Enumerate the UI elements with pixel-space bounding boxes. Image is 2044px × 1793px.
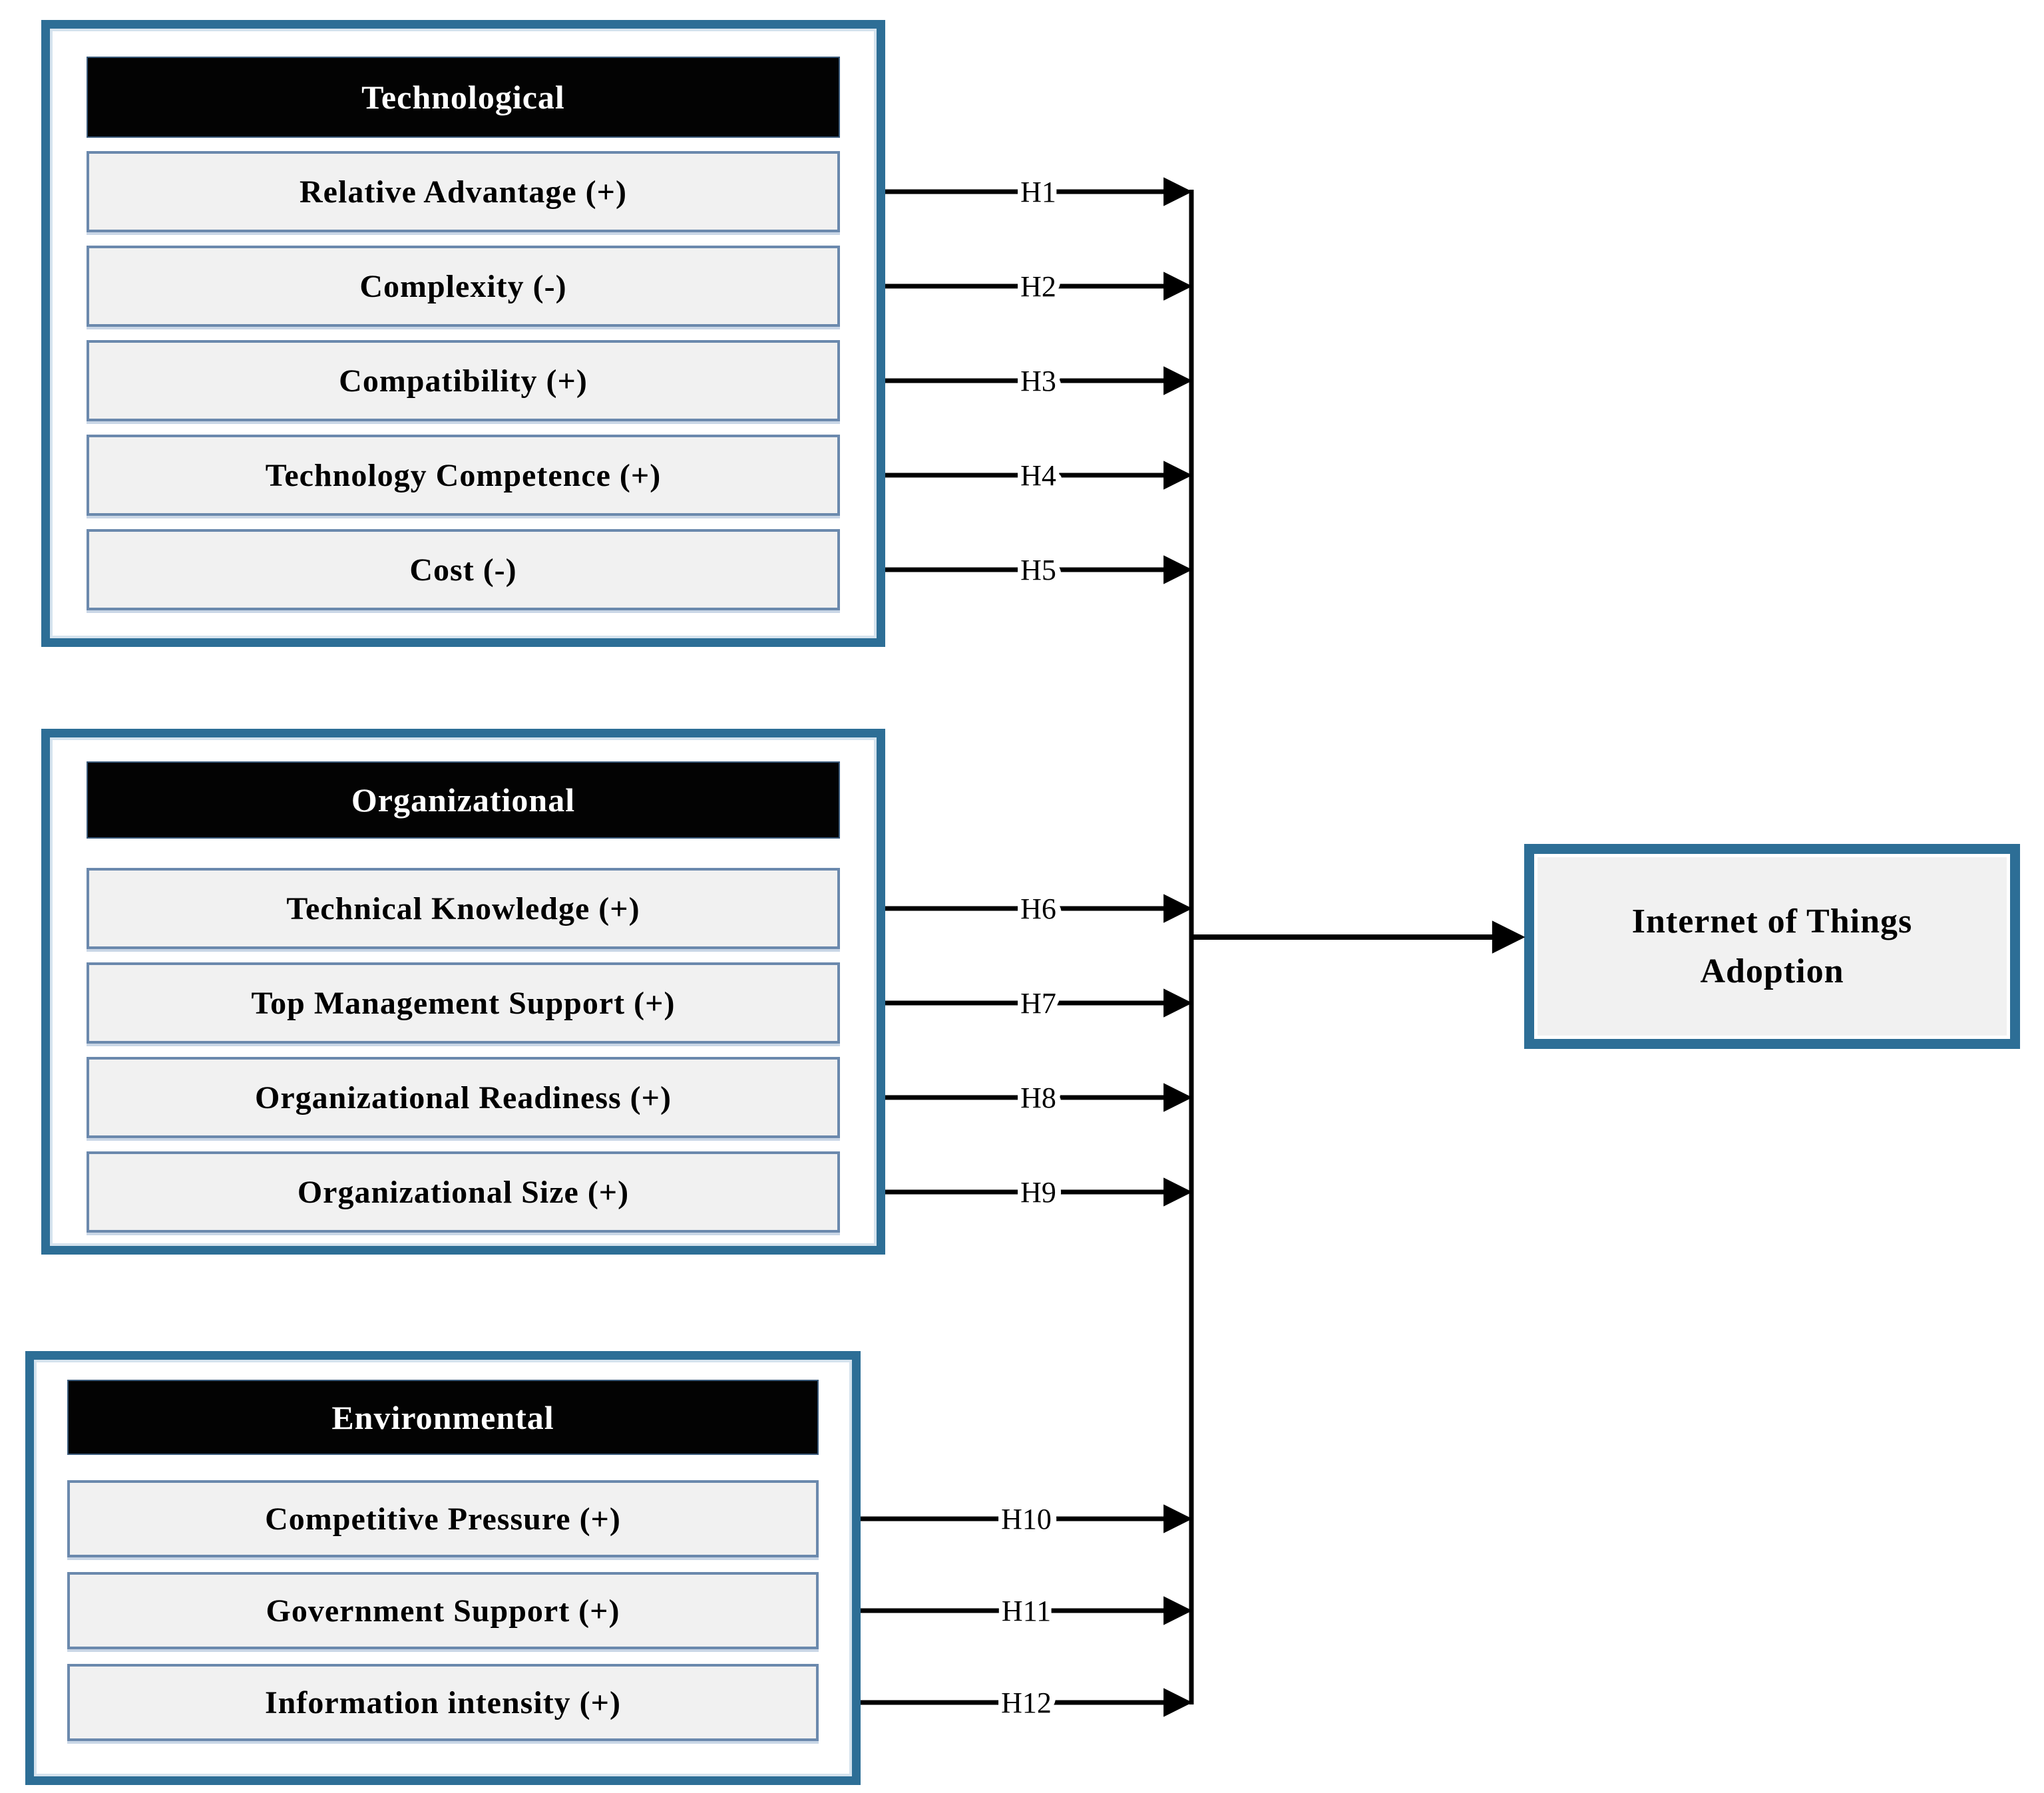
hypothesis-label: H1: [1020, 176, 1056, 208]
factor-box: Top Management Support (+): [87, 962, 840, 1044]
factor-box: Complexity (-): [87, 246, 840, 327]
group-environmental-items: Competitive Pressure (+) Government Suppo…: [67, 1480, 819, 1741]
hypothesis-label: H6: [1020, 893, 1056, 925]
outcome-label-line2: Adoption: [1700, 952, 1844, 990]
factor-box: Competitive Pressure (+): [67, 1480, 819, 1557]
hypothesis-label: H5: [1020, 554, 1056, 586]
factor-box: Government Support (+): [67, 1572, 819, 1649]
group-organizational-inner: Organizational Technical Knowledge (+) To…: [50, 737, 877, 1246]
group-technological-items: Relative Advantage (+) Complexity (-) Comp…: [87, 151, 840, 610]
hypothesis-label: H10: [1001, 1503, 1052, 1535]
factor-box: Technology Competence (+): [87, 435, 840, 516]
hypothesis-label: H9: [1020, 1176, 1056, 1209]
factor-box: Compatibility (+): [87, 340, 840, 421]
hypothesis-label: H4: [1020, 459, 1056, 492]
group-environmental: Environmental Competitive Pressure (+) Go…: [25, 1351, 861, 1785]
hypothesis-label: H3: [1020, 365, 1056, 397]
group-organizational-items: Technical Knowledge (+) Top Management Su…: [87, 868, 840, 1233]
group-organizational: Organizational Technical Knowledge (+) To…: [41, 729, 885, 1255]
factor-box: Organizational Readiness (+): [87, 1057, 840, 1138]
factor-box: Organizational Size (+): [87, 1151, 840, 1233]
group-environmental-inner: Environmental Competitive Pressure (+) Go…: [34, 1360, 852, 1776]
factor-box: Technical Knowledge (+): [87, 868, 840, 949]
hypothesis-label: H12: [1001, 1687, 1052, 1719]
group-technological-header: Technological: [87, 57, 840, 138]
factor-box: Cost (-): [87, 529, 840, 610]
hypothesis-label: H11: [1002, 1595, 1051, 1627]
outcome-label-line1: Internet of Things: [1631, 902, 1913, 940]
factor-box: Relative Advantage (+): [87, 151, 840, 232]
group-technological-inner: Technological Relative Advantage (+) Comp…: [50, 29, 877, 638]
hypothesis-label: H8: [1020, 1082, 1056, 1114]
factor-box: Information intensity (+): [67, 1664, 819, 1741]
group-environmental-header: Environmental: [67, 1380, 819, 1455]
outcome-box-iot-adoption: Internet of Things Adoption: [1524, 844, 2020, 1049]
group-organizational-header: Organizational: [87, 761, 840, 839]
group-technological: Technological Relative Advantage (+) Comp…: [41, 20, 885, 647]
hypothesis-label: H2: [1020, 270, 1056, 303]
hypothesis-label: H7: [1020, 987, 1056, 1020]
